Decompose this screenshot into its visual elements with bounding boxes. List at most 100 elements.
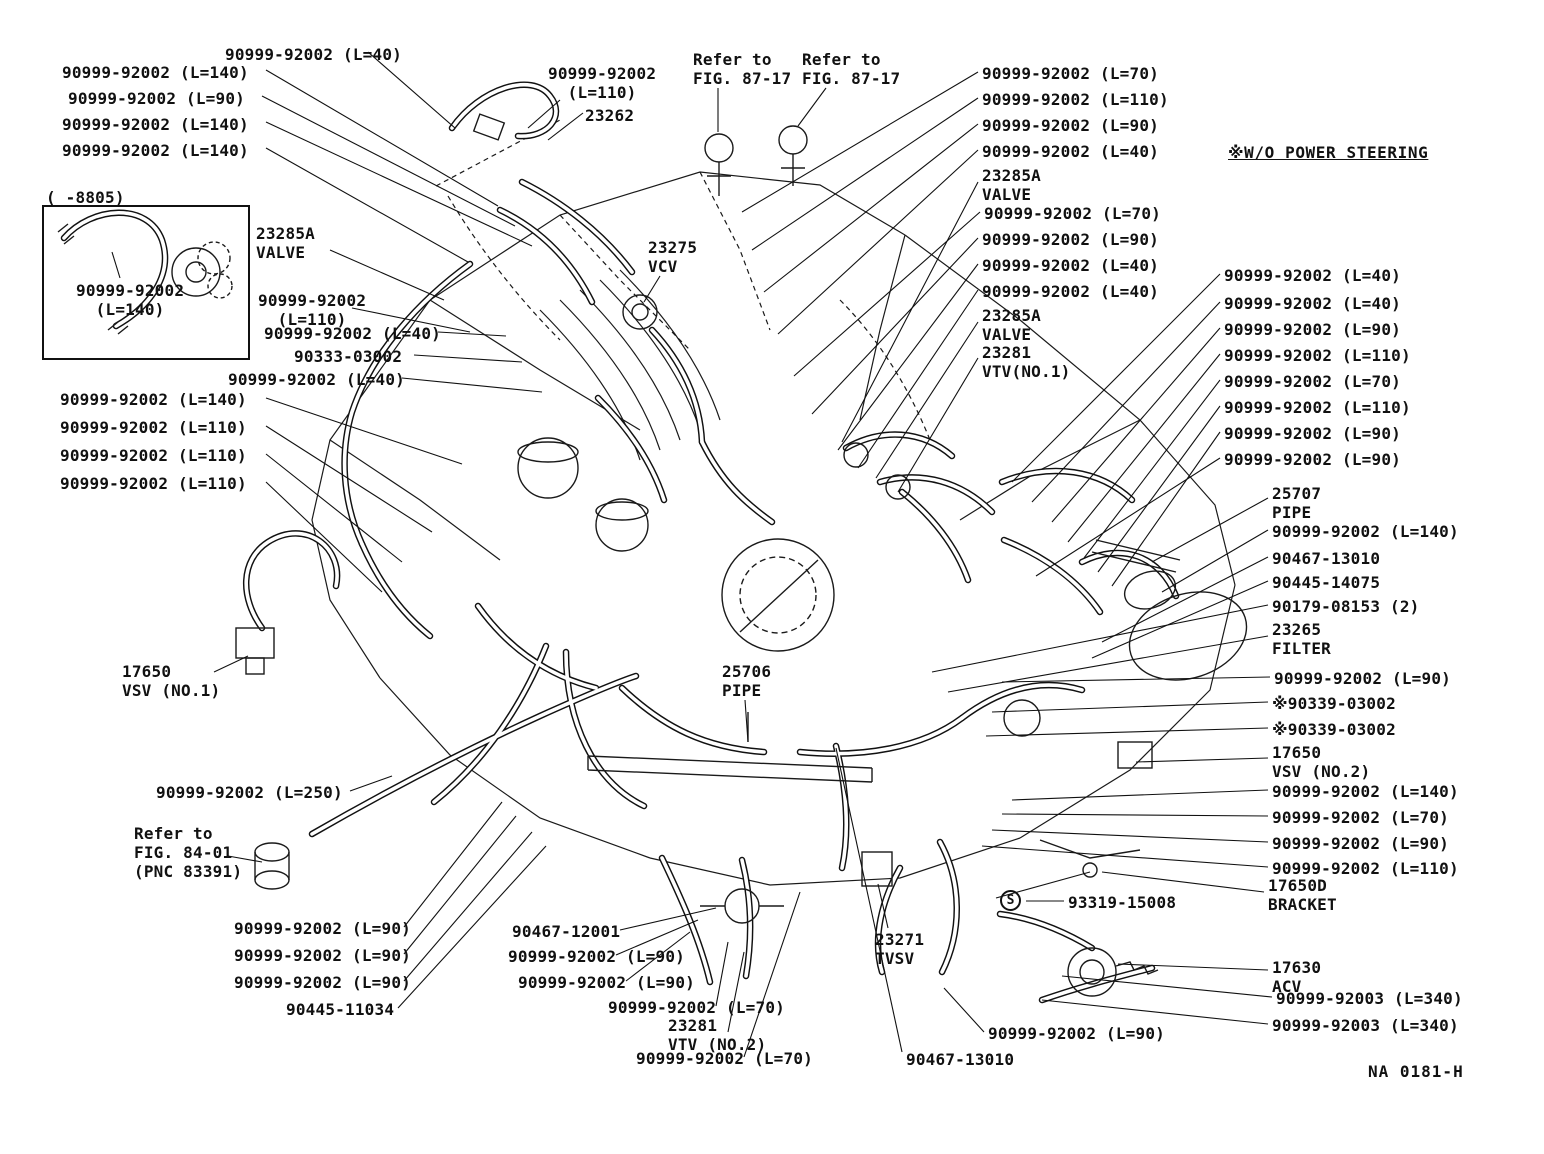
part-label: 90999-92002 (L=40)	[225, 45, 402, 64]
vtv-no1	[885, 474, 911, 500]
part-label: 23262	[585, 106, 635, 125]
s-marker: S	[1000, 890, 1021, 911]
reference-note: Refer to FIG. 87-17	[693, 50, 792, 88]
pipe-25706	[587, 755, 873, 783]
part-label: 90999-92002 (L=40)	[1224, 266, 1401, 285]
part-label: 90999-92002 (L=110)	[1224, 398, 1411, 417]
engine-components	[57, 113, 1248, 997]
part-label: 90999-92002 (L=140)	[62, 63, 249, 82]
leader-lines	[111, 51, 1273, 1058]
part-label: 90999-92002 (L=250)	[156, 783, 343, 802]
part-label: 90999-92002 (L=40)	[982, 282, 1159, 301]
part-label: 90999-92002 (L=140)	[76, 281, 185, 319]
note-wo-power-steering: ※W/O POWER STEERING	[1228, 143, 1429, 162]
part-label: 90467-13010	[1272, 549, 1381, 568]
inset-caption: ( -8805)	[46, 188, 125, 207]
part-label: 90999-92003 (L=340)	[1272, 1016, 1459, 1035]
fig-87-17-component-right	[778, 125, 808, 155]
part-label: 90999-92003 (L=340)	[1276, 989, 1463, 1008]
part-label: 90999-92002 (L=110)	[548, 64, 657, 102]
check-valve	[724, 888, 760, 924]
part-label: 90999-92002 (L=70)	[608, 998, 785, 1017]
part-label: 90999-92002 (L=90)	[1274, 669, 1451, 688]
part-label: 90333-03002	[294, 347, 403, 366]
part-label: 23265 FILTER	[1272, 620, 1331, 658]
inset-pulley	[171, 247, 221, 297]
part-label: 23271 TVSV	[875, 930, 925, 968]
part-label: ※90339-03002	[1272, 694, 1396, 713]
part-label: 90467-13010	[906, 1050, 1015, 1069]
part-label: 90999-92002 (L=90)	[508, 947, 685, 966]
part-label: 90999-92002 (L=90)	[1224, 320, 1401, 339]
part-label: 90999-92002 (L=70)	[636, 1049, 813, 1068]
part-label: 17650 VSV (NO.2)	[1272, 743, 1371, 781]
part-label: 90467-12001	[512, 922, 621, 941]
part-label: 90999-92002 (L=140)	[62, 141, 249, 160]
part-label: 90999-92002 (L=90)	[1224, 450, 1401, 469]
valve-23285a	[843, 442, 869, 468]
inset-box	[42, 205, 250, 360]
part-label: 90999-92002 (L=90)	[988, 1024, 1165, 1043]
part-label: 17630 ACV	[1272, 958, 1322, 996]
fig-87-17-component-left	[704, 133, 734, 163]
part-label: 90999-92002 (L=90)	[234, 973, 411, 992]
part-label: 90179-08153 (2)	[1272, 597, 1420, 616]
part-label: 90999-92002 (L=90)	[234, 919, 411, 938]
part-label: 90999-92002 (L=40)	[982, 256, 1159, 275]
part-label: 90445-11034	[286, 1000, 395, 1019]
part-label: 90999-92002 (L=140)	[62, 115, 249, 134]
part-label: 90999-92002 (L=140)	[60, 390, 247, 409]
part-label: 90999-92002 (L=40)	[982, 142, 1159, 161]
part-label: 17650 VSV (NO.1)	[122, 662, 221, 700]
part-label: 25706 PIPE	[722, 662, 772, 700]
vsv-no2	[1117, 741, 1153, 769]
part-label: 90999-92002 (L=140)	[1272, 782, 1459, 801]
throttle-body	[721, 538, 835, 652]
part-label: 90999-92002 (L=90)	[982, 116, 1159, 135]
part-label: 90999-92002 (L=90)	[1224, 424, 1401, 443]
part-label: 23285A VALVE	[256, 224, 315, 262]
part-label: 90999-92002 (L=40)	[228, 370, 405, 389]
part-label: 90999-92002 (L=70)	[1272, 808, 1449, 827]
part-label: 90999-92002 (L=110)	[60, 418, 247, 437]
part-label: 90999-92002 (L=90)	[234, 946, 411, 965]
reference-note: Refer to FIG. 84-01 (PNC 83391)	[134, 824, 243, 881]
part-label: 90999-92002 (L=70)	[1224, 372, 1401, 391]
bracket-17650d	[1039, 839, 1141, 859]
part-label: 90999-92002 (L=110)	[60, 446, 247, 465]
vcv-23275	[622, 294, 658, 330]
acv-17630	[1067, 947, 1117, 997]
part-label: 23281 VTV (NO.2)	[668, 1016, 767, 1054]
vsv-no1	[235, 627, 275, 659]
part-label: 90999-92002 (L=90)	[68, 89, 245, 108]
part-label: 90999-92002 (L=70)	[984, 204, 1161, 223]
part-label: 25707 PIPE	[1272, 484, 1322, 522]
part-label: 23285A VALVE	[982, 166, 1041, 204]
part-label: 90999-92002 (L=70)	[982, 64, 1159, 83]
part-label: 90999-92002 (L=90)	[982, 230, 1159, 249]
part-label: 93319-15008	[1068, 893, 1177, 912]
part-label: 90999-92002 (L=110)	[258, 291, 367, 329]
reference-note: Refer to FIG. 87-17	[802, 50, 901, 88]
part-label: 23285A VALVE	[982, 306, 1041, 344]
part-label: 90999-92002 (L=40)	[264, 324, 441, 343]
part-label: 17650D BRACKET	[1268, 876, 1337, 914]
part-label: 90445-14075	[1272, 573, 1381, 592]
part-label: 90999-92002 (L=40)	[1224, 294, 1401, 313]
part-label: 90999-92002 (L=110)	[60, 474, 247, 493]
part-label: 90999-92002 (L=110)	[1272, 859, 1459, 878]
part-label: 90999-92002 (L=110)	[982, 90, 1169, 109]
tvsv-23271	[861, 851, 893, 887]
part-label: 90999-92002 (L=140)	[1272, 522, 1459, 541]
part-label: ※90339-03002	[1272, 720, 1396, 739]
drawing-code: NA 0181-H	[1368, 1062, 1464, 1081]
part-label: 90999-92002 (L=90)	[518, 973, 695, 992]
part-label: 90999-92002 (L=110)	[1224, 346, 1411, 365]
part-label: 23281 VTV(NO.1)	[982, 343, 1071, 381]
solenoid-23262	[472, 113, 506, 141]
part-label: 90999-92002 (L=90)	[1272, 834, 1449, 853]
part-label: 23275 VCV	[648, 238, 698, 276]
pipe-25707	[1091, 539, 1181, 573]
